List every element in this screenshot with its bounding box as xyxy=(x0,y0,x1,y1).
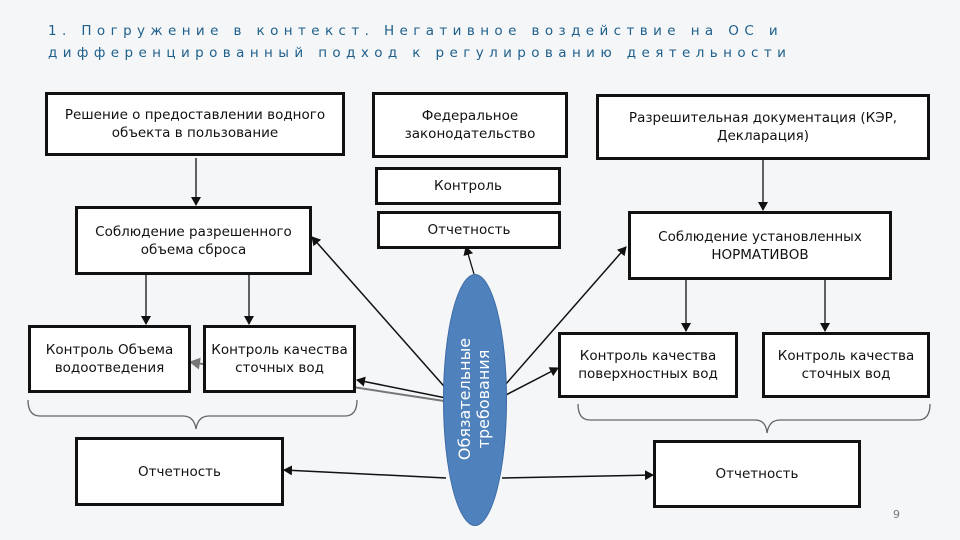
mandatory-requirements-ellipse xyxy=(443,274,507,526)
reporting-right-box: Отчетность xyxy=(653,440,861,508)
control-center-box: Контроль xyxy=(375,167,561,205)
page-number: 9 xyxy=(893,508,900,521)
arrow-center-to-surface xyxy=(501,367,559,398)
wastewater-quality-left-box: Контроль качества сточных вод xyxy=(203,325,356,393)
allowed-volume-box: Соблюдение разрешенного объема сброса xyxy=(75,206,312,275)
norms-box: Соблюдение установленных НОРМАТИВОВ xyxy=(628,211,892,280)
arrow-center-to-reporting-left xyxy=(283,465,447,479)
brace-left xyxy=(27,399,358,430)
volume-control-box: Контроль Объема водоотведения xyxy=(28,325,191,393)
reporting-center-box: Отчетность xyxy=(377,211,561,249)
arrow-center-to-allowed-volume xyxy=(311,236,451,394)
slide-title: 1. Погружение в контекст. Негативное воз… xyxy=(48,23,792,61)
surface-quality-box: Контроль качества поверхностных вод xyxy=(558,332,738,398)
wastewater-quality-right-box: Контроль качества сточных вод xyxy=(762,332,930,398)
arrow-center-to-reporting-top xyxy=(463,246,475,275)
brace-right xyxy=(577,403,931,434)
arrow-center-to-reporting-right xyxy=(501,470,654,481)
federal-law-box: Федеральное законодательство xyxy=(372,92,568,158)
decision-box: Решение о предоставлении водного объекта… xyxy=(45,92,345,156)
permit-docs-box: Разрешительная документация (КЭР, Деклар… xyxy=(596,94,930,160)
arrow-center-to-norms xyxy=(497,246,627,394)
reporting-left-box: Отчетность xyxy=(75,437,284,506)
arrow-center-to-quality-left xyxy=(356,376,447,399)
